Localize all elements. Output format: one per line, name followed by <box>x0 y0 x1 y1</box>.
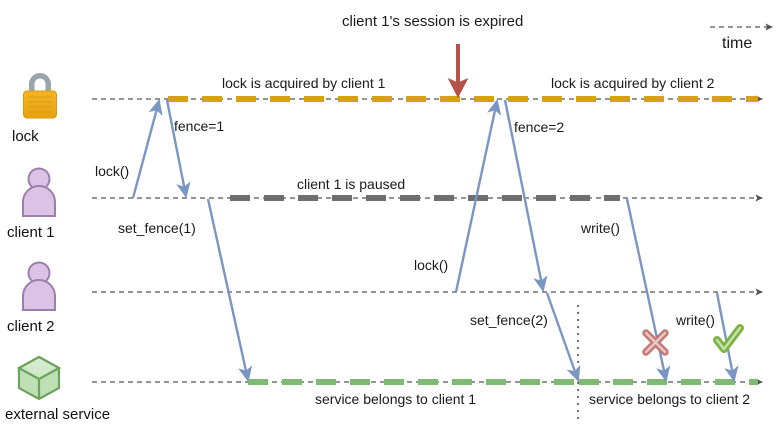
message-lock-call-1 <box>131 98 163 199</box>
session-expired-note: client 1's session is expired <box>342 13 524 30</box>
band-label-lock-client2: lock is acquired by client 2 <box>551 75 715 91</box>
message-label-set-fence-1: set_fence(1) <box>118 220 196 236</box>
message-label-write-client2: write() <box>676 312 715 328</box>
band-label-lock-client1: lock is acquired by client 1 <box>222 75 386 91</box>
actor-label-client1: client 1 <box>7 224 55 241</box>
message-label-lock-call-1: lock() <box>95 163 130 179</box>
message-label-fence-2: fence=2 <box>514 119 565 135</box>
message-lock-call-2 <box>454 98 502 293</box>
band-label-service-client2: service belongs to client 2 <box>589 391 751 407</box>
cross-mark-icon <box>642 329 669 356</box>
box-icon <box>16 355 62 401</box>
check-mark-icon <box>713 324 744 353</box>
band-label-service-client1: service belongs to client 1 <box>315 391 477 407</box>
message-set-fence-1 <box>206 198 253 383</box>
actor-label-client2: client 2 <box>7 318 55 335</box>
message-label-write-client1: write() <box>581 220 620 236</box>
time-axis-label: time <box>722 35 753 52</box>
message-set-fence-2 <box>545 292 581 383</box>
actor-label-service: external service <box>5 406 111 423</box>
message-write-client2-accepted <box>715 292 739 383</box>
message-label-lock-call-2: lock() <box>414 257 449 273</box>
actor-label-lock: lock <box>12 128 39 145</box>
padlock-icon <box>23 73 57 119</box>
message-label-set-fence-2: set_fence(2) <box>470 312 548 328</box>
person-icon-client2 <box>22 261 56 311</box>
person-icon-client1 <box>22 167 56 217</box>
message-label-fence-1: fence=1 <box>174 118 225 134</box>
message-fence-2 <box>503 99 548 293</box>
message-fence-1 <box>165 99 191 199</box>
band-label-client1-paused: client 1 is paused <box>297 176 406 192</box>
